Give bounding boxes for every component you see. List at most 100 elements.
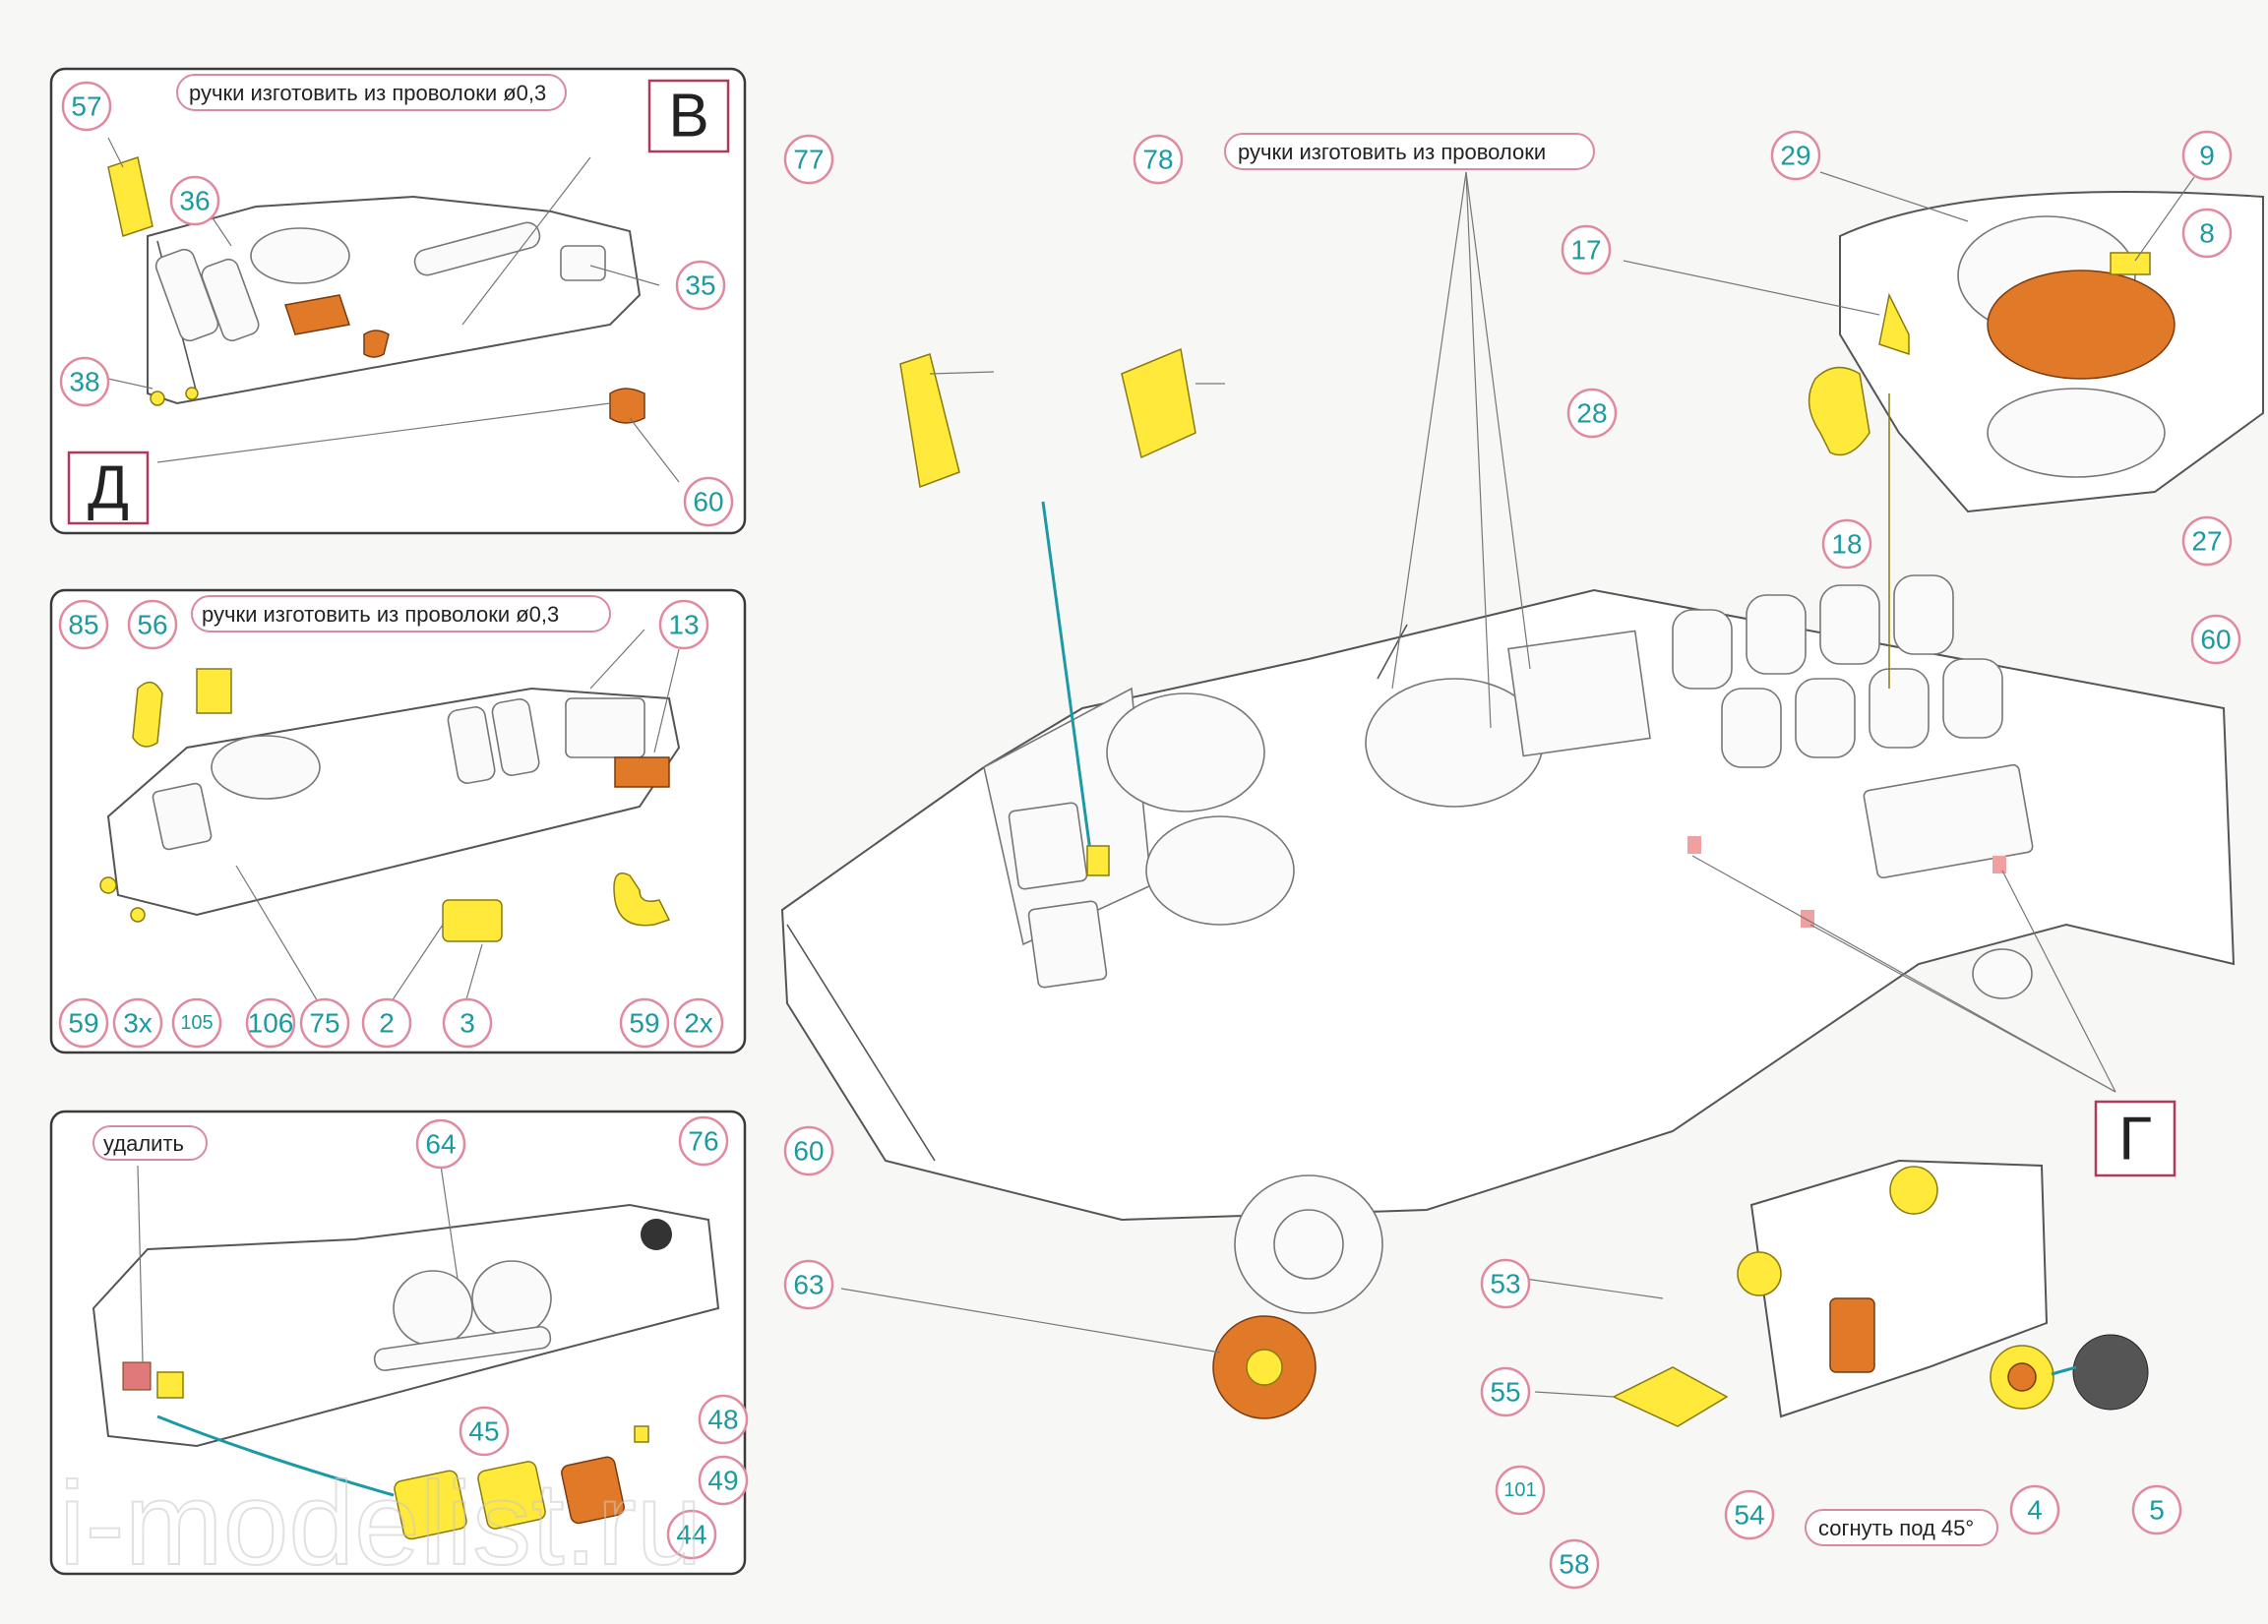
svg-text:101: 101: [1503, 1479, 1536, 1501]
window: [1008, 802, 1088, 890]
svg-text:49: 49: [707, 1466, 738, 1496]
view-label: Д: [88, 454, 129, 522]
callout-9: 9: [2181, 130, 2233, 181]
driver-hatch: [1145, 815, 1295, 926]
svg-text:18: 18: [1831, 529, 1862, 560]
svg-text:38: 38: [69, 367, 99, 397]
part-48: [634, 1425, 649, 1443]
svg-text:85: 85: [68, 610, 98, 640]
hatch-opening: [1987, 388, 2166, 478]
callout-53: 53: [1480, 1258, 1531, 1309]
panel-middle-left: ручки изготовить из проволоки ø0,3 85 56…: [49, 588, 747, 1054]
callout-18: 18: [1821, 518, 1872, 570]
svg-text:44: 44: [676, 1520, 706, 1550]
wheel: [393, 1270, 473, 1347]
svg-text:4: 4: [2027, 1495, 2043, 1526]
callout-3: 3: [442, 997, 493, 1049]
window: [152, 782, 213, 851]
hatch: [560, 245, 606, 281]
svg-text:105: 105: [180, 1012, 213, 1034]
callout-54: 54: [1724, 1489, 1775, 1540]
leader-line: [1524, 1278, 1664, 1299]
position-mark: [1687, 836, 1701, 854]
svg-text:27: 27: [2191, 526, 2222, 557]
callout-85: 85: [58, 599, 109, 650]
watermark: i-modelist.ru: [59, 1458, 703, 1590]
leader-line: [211, 215, 232, 247]
svg-text:59: 59: [68, 1008, 98, 1039]
leader-line: [1809, 924, 2116, 1093]
svg-text:36: 36: [179, 186, 210, 216]
part-54-shelf: [1612, 1366, 1729, 1427]
callout-44: 44: [666, 1509, 717, 1560]
leader-line: [1691, 855, 2116, 1093]
note-pill: [1805, 1509, 1998, 1546]
window: [1027, 900, 1108, 989]
svg-text:3: 3: [460, 1008, 475, 1039]
part-yellow-small: [156, 1371, 184, 1399]
callout-45: 45: [459, 1406, 510, 1457]
callout-27: 27: [2181, 515, 2233, 567]
callout-78: 78: [1133, 134, 1184, 185]
svg-text:54: 54: [1734, 1500, 1764, 1531]
remove-note: удалить: [103, 1131, 184, 1156]
svg-text:8: 8: [2199, 218, 2215, 249]
leader-line: [589, 265, 660, 286]
callout-2: 2: [361, 997, 412, 1049]
callout-60: 60: [683, 476, 734, 527]
leader-line: [653, 648, 680, 753]
callout-29: 29: [1770, 130, 1821, 181]
svg-text:58: 58: [1559, 1549, 1589, 1580]
part-60: [609, 388, 645, 424]
svg-text:60: 60: [693, 487, 723, 517]
svg-text:5: 5: [2149, 1495, 2165, 1526]
callout-5: 5: [2131, 1484, 2182, 1535]
remove-area: [122, 1361, 152, 1391]
svg-text:3x: 3x: [123, 1008, 153, 1039]
callout-77: 77: [783, 134, 834, 185]
callout-4: 4: [2009, 1484, 2060, 1535]
hull-lower-edge: [786, 924, 936, 1162]
part-yellow-handle: [1086, 845, 1110, 876]
svg-text:63: 63: [793, 1270, 824, 1300]
svg-text:45: 45: [468, 1416, 499, 1447]
svg-text:76: 76: [688, 1126, 718, 1157]
part-56: [196, 668, 232, 714]
svg-text:53: 53: [1490, 1269, 1520, 1299]
engine-grilles: [1672, 574, 2003, 768]
callout-17: 17: [1561, 224, 1612, 275]
hatch: [447, 706, 496, 784]
part-yellow-small: [150, 391, 165, 406]
callout-58: 58: [1549, 1538, 1600, 1590]
part-5-mesh: [2072, 1334, 2149, 1411]
leader-line: [107, 378, 153, 390]
leader-line: [383, 924, 444, 1014]
assembly-arrow: [156, 1414, 395, 1497]
leader-line: [461, 156, 591, 326]
callout-48: 48: [698, 1394, 749, 1445]
leader-line: [2134, 176, 2195, 262]
callout-38: 38: [59, 356, 110, 407]
note-pill: [176, 74, 567, 111]
svg-text:60: 60: [793, 1136, 824, 1167]
leader-line: [2001, 870, 2116, 1093]
callout-60: 60: [783, 1125, 834, 1176]
svg-text:2: 2: [379, 1008, 395, 1039]
vehicle-hull: [780, 588, 2236, 1222]
part-yellow-small: [99, 876, 117, 894]
wire-handles-note: ручки изготовить из проволоки ø0,3: [202, 602, 559, 627]
callout-59: 59: [58, 997, 109, 1049]
leader-line: [156, 402, 611, 463]
leader-line: [107, 137, 124, 168]
view-label-box: [2094, 1100, 2176, 1177]
callout-75: 75: [299, 997, 350, 1049]
part-28-handle: [1808, 366, 1870, 456]
leader-line: [840, 1288, 1221, 1353]
leader-line: [629, 417, 680, 483]
svg-text:75: 75: [309, 1008, 339, 1039]
position-mark: [1801, 910, 1814, 928]
svg-text:77: 77: [793, 145, 824, 175]
part-77: [899, 353, 960, 489]
part-76-grille: [641, 1219, 672, 1250]
